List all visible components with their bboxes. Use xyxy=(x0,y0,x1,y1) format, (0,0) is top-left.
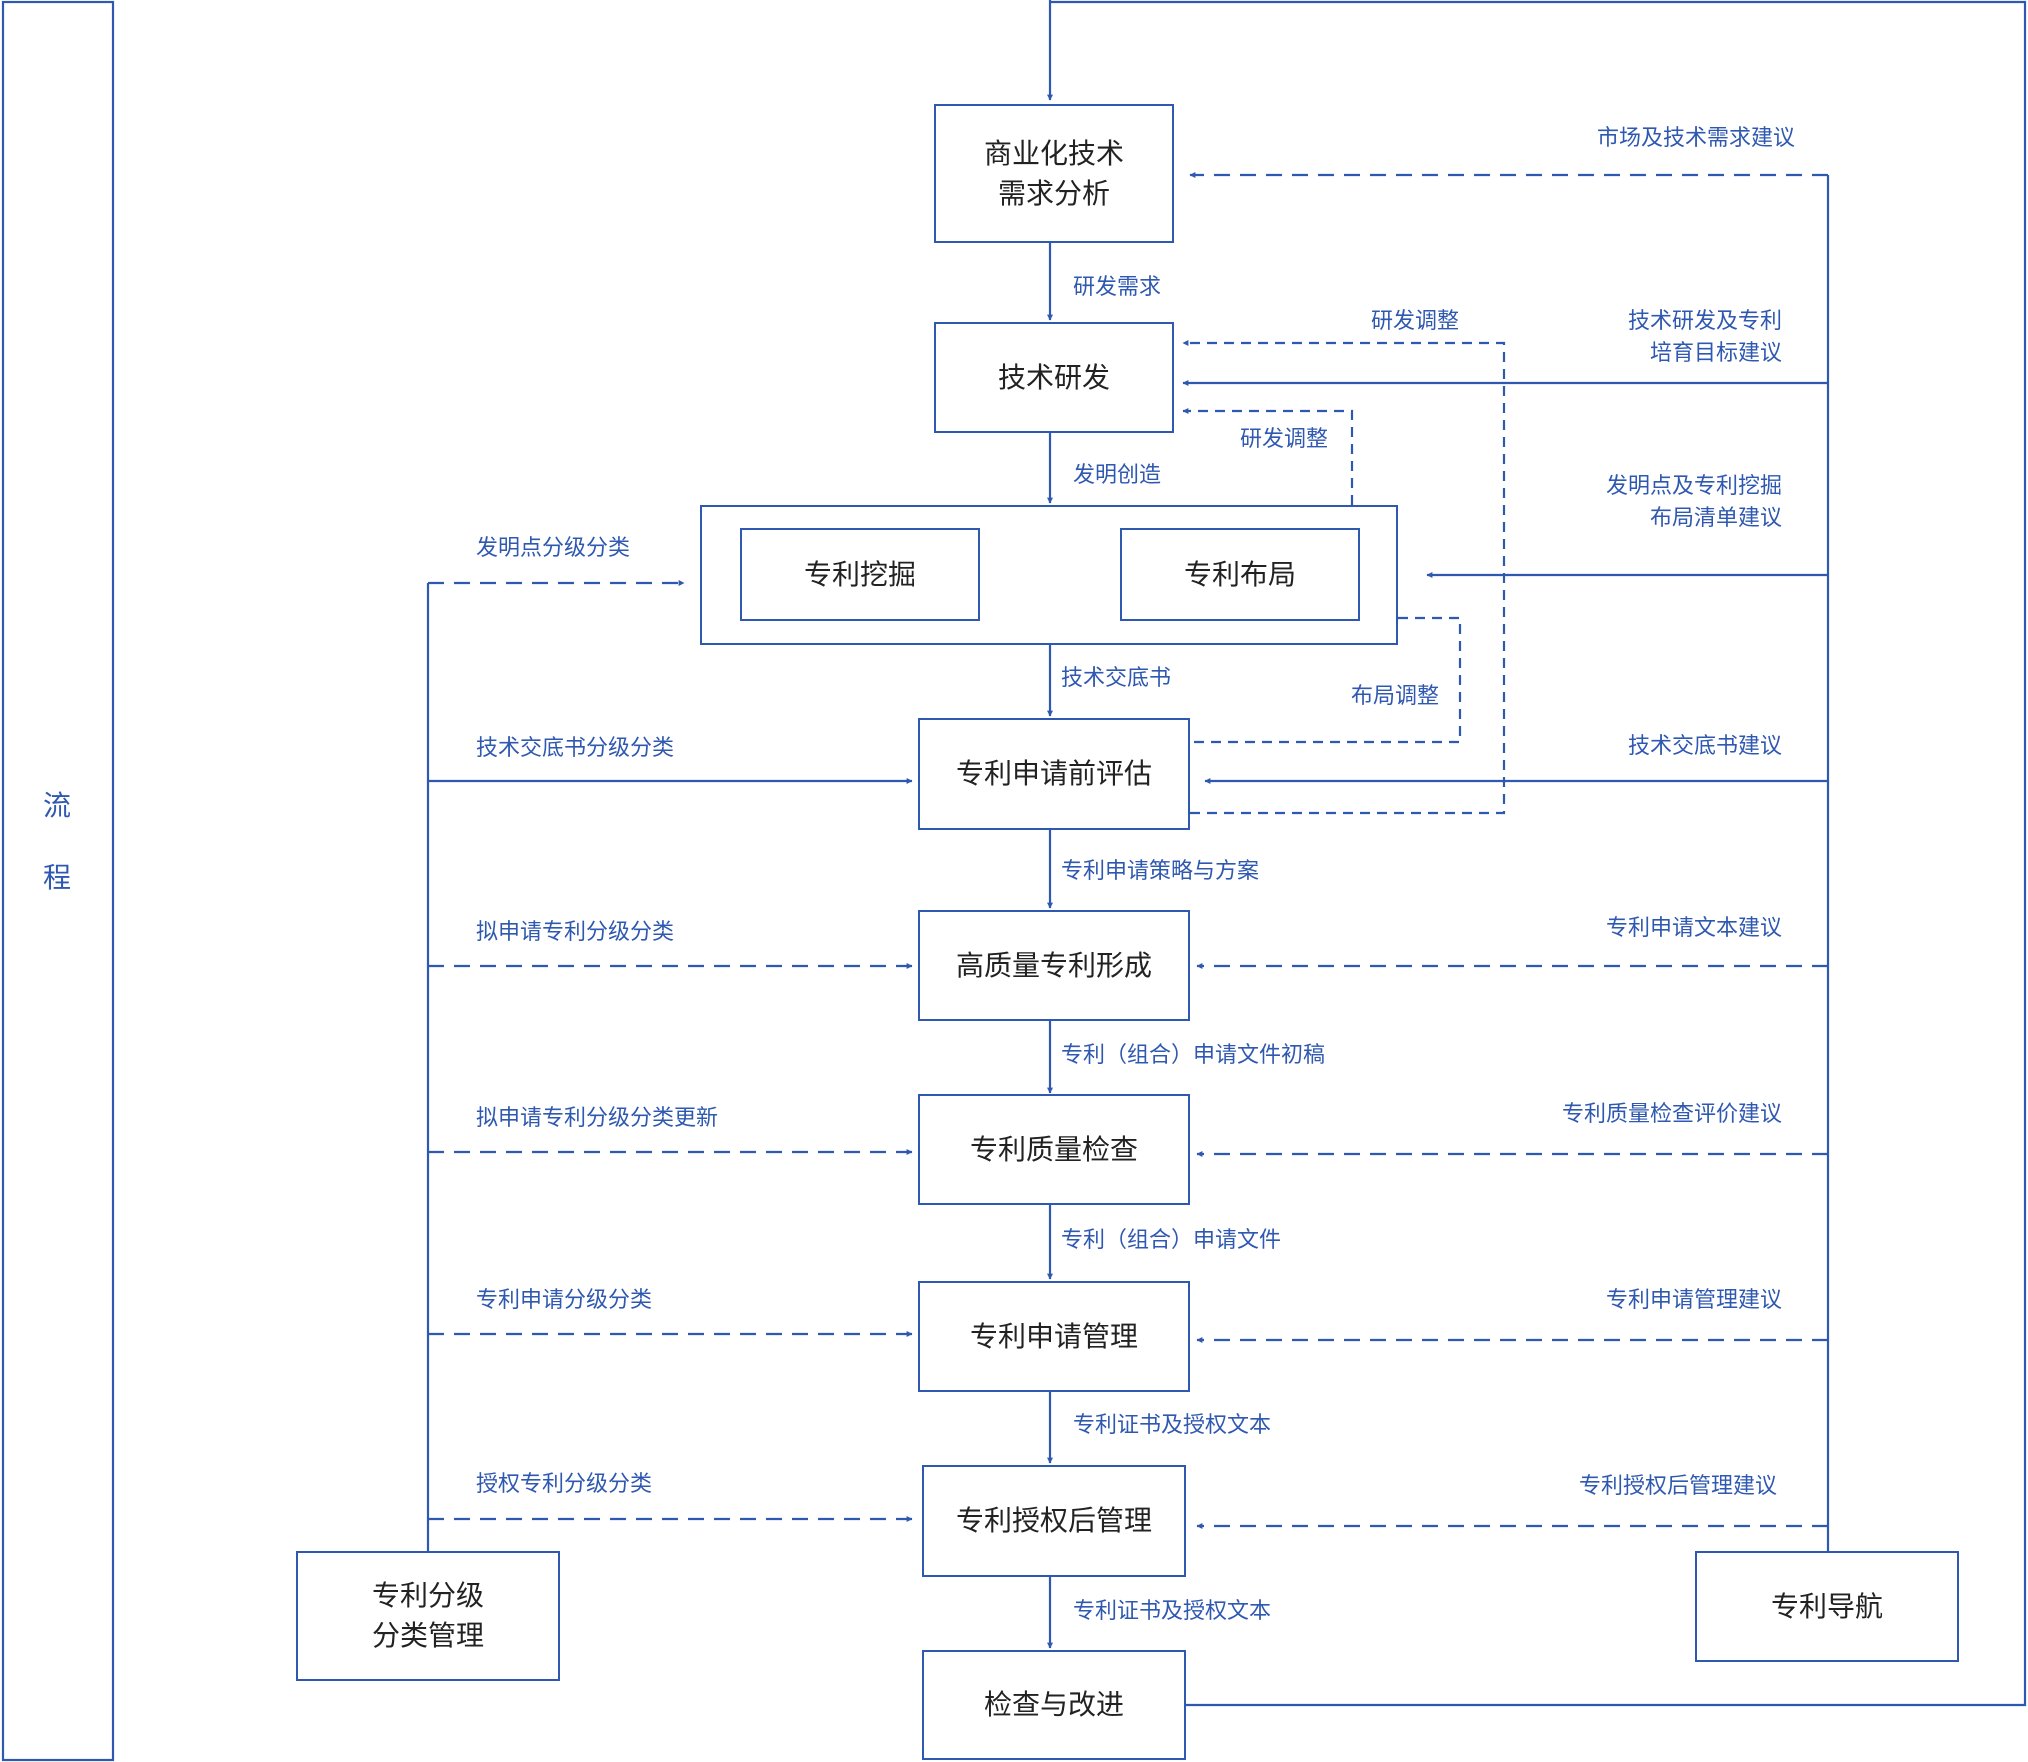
box-patent-navigation: 专利导航 xyxy=(1695,1551,1959,1662)
label-quality-advice: 专利质量检查评价建议 xyxy=(1562,1099,1782,1131)
label-files: 专利（组合）申请文件 xyxy=(1061,1225,1281,1257)
label-disclosure-advice: 技术交底书建议 xyxy=(1628,731,1782,763)
label-disclosure: 技术交底书 xyxy=(1061,663,1171,695)
box-patent-layout: 专利布局 xyxy=(1120,528,1360,621)
label-planned-grading: 拟申请专利分级分类 xyxy=(476,917,674,949)
box-high-quality-patent: 高质量专利形成 xyxy=(918,910,1190,1021)
box-application-management: 专利申请管理 xyxy=(918,1281,1190,1392)
lane-label: 流 程 xyxy=(30,770,84,914)
box-tech-rd: 技术研发 xyxy=(934,322,1174,433)
label-draft: 专利（组合）申请文件初稿 xyxy=(1061,1040,1325,1072)
label-invention: 发明创造 xyxy=(1073,460,1161,492)
label-mining-list-advice: 发明点及专利挖掘 布局清单建议 xyxy=(1606,471,1782,535)
label-application-grading: 专利申请分级分类 xyxy=(476,1285,652,1317)
label-invention-grading: 发明点分级分类 xyxy=(476,533,630,565)
label-text-advice: 专利申请文本建议 xyxy=(1606,913,1782,945)
label-strategy: 专利申请策略与方案 xyxy=(1061,856,1259,888)
label-mgmt-advice: 专利申请管理建议 xyxy=(1606,1285,1782,1317)
label-layout-adjust: 布局调整 xyxy=(1351,681,1439,713)
label-planned-update: 拟申请专利分级分类更新 xyxy=(476,1103,718,1135)
box-grading-management: 专利分级 分类管理 xyxy=(296,1551,560,1681)
box-check-improve: 检查与改进 xyxy=(922,1650,1186,1760)
box-post-grant-management: 专利授权后管理 xyxy=(922,1465,1186,1577)
box-pre-evaluation: 专利申请前评估 xyxy=(918,718,1190,830)
label-post-advice: 专利授权后管理建议 xyxy=(1579,1471,1777,1503)
box-commercial-analysis: 商业化技术 需求分析 xyxy=(934,104,1174,243)
label-rd-adjust-top: 研发调整 xyxy=(1371,306,1459,338)
label-rd-adjust-mid: 研发调整 xyxy=(1240,424,1328,456)
loop-improve-to-top xyxy=(1050,2,2025,1705)
label-disclosure-grading: 技术交底书分级分类 xyxy=(476,733,674,765)
label-granted-grading: 授权专利分级分类 xyxy=(476,1469,652,1501)
box-quality-check: 专利质量检查 xyxy=(918,1094,1190,1205)
label-rd-demand: 研发需求 xyxy=(1073,272,1161,304)
label-certificate-1: 专利证书及授权文本 xyxy=(1073,1410,1271,1442)
label-rd-goal-advice: 技术研发及专利 培育目标建议 xyxy=(1628,306,1782,370)
label-certificate-2: 专利证书及授权文本 xyxy=(1073,1596,1271,1628)
label-market-advice: 市场及技术需求建议 xyxy=(1597,123,1795,155)
box-patent-mining: 专利挖掘 xyxy=(740,528,980,621)
